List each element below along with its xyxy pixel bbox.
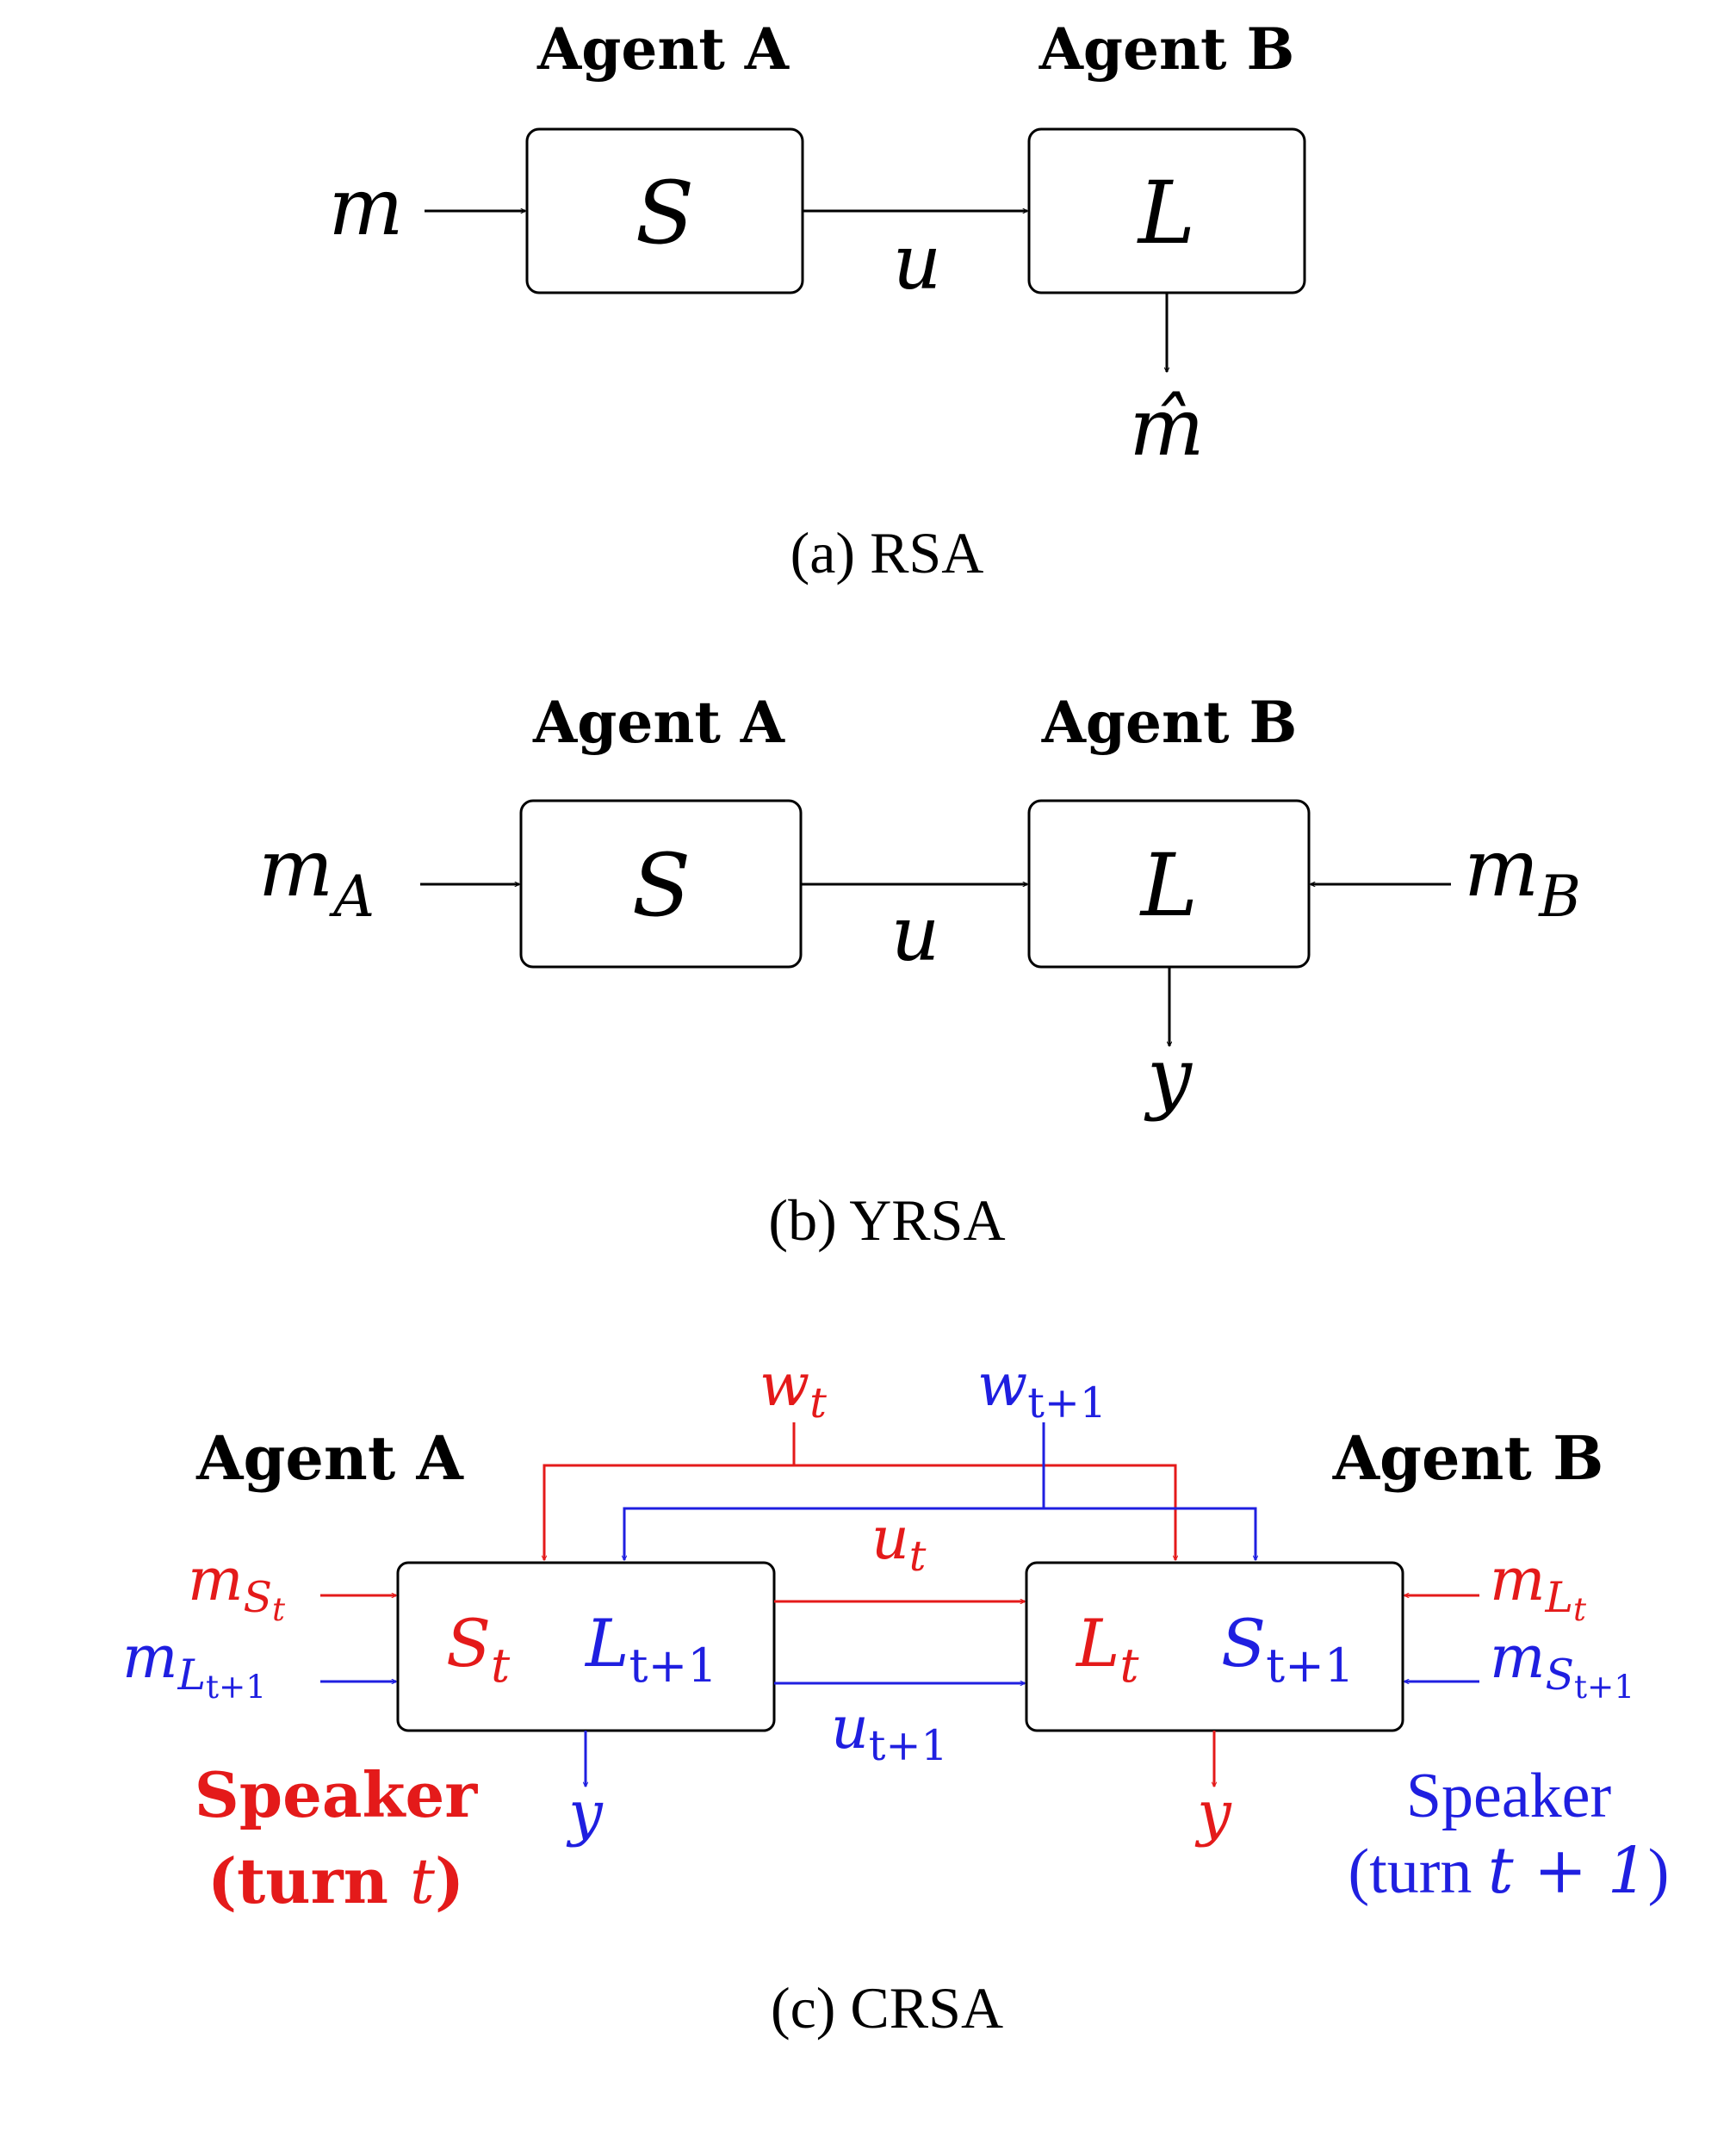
m-s-t1-label: mSt+1 (1490, 1624, 1634, 1706)
u-t-label: ut (871, 1505, 927, 1581)
u-t1-label: ut+1 (831, 1694, 948, 1770)
w-t-to-listener-arrow (794, 1464, 1175, 1560)
speaker-a-title: Speaker (195, 1758, 478, 1831)
input-m-label: m (328, 161, 403, 253)
y-b-label: y (1194, 1778, 1232, 1849)
utterance-u-label: u (893, 218, 942, 307)
caption-b: (b) YRSA (768, 1187, 1005, 1253)
l-t1-symbol: Lt+1 (584, 1605, 717, 1693)
l-t-symbol: Lt (1075, 1605, 1139, 1693)
agent-a-label: Agent A (532, 689, 785, 756)
w-t-to-speaker-arrow (544, 1464, 794, 1560)
caption-a: (a) RSA (790, 520, 984, 585)
agent-b-label: Agent B (1332, 1422, 1604, 1494)
output-y-label: y (1144, 1031, 1193, 1123)
speaker-b-turn: (turn t + 1) (1348, 1834, 1670, 1908)
input-m-b-label: mB (1464, 822, 1581, 930)
speaker-b-title: Speaker (1406, 1761, 1611, 1831)
input-m-a-label: mA (258, 822, 375, 930)
utterance-u-label: u (891, 889, 940, 978)
listener-symbol: L (1137, 163, 1195, 263)
m-l-t1-label: mLt+1 (122, 1624, 266, 1706)
caption-c: (c) CRSA (771, 1975, 1003, 2041)
panel-b-yrsa: Agent A Agent B S L mA u mB y (b) YRSA (258, 689, 1581, 1253)
w-t1-to-listener-arrow (624, 1507, 1044, 1560)
speaker-a-turn: (turn t) (208, 1844, 464, 1917)
listener-symbol: L (1139, 835, 1198, 936)
agent-a-label: Agent A (195, 1422, 464, 1494)
speaker-symbol: S (636, 163, 695, 263)
y-a-label: y (566, 1778, 604, 1849)
s-t-symbol: St (446, 1605, 511, 1693)
m-s-t-label: mSt (188, 1546, 286, 1628)
w-t1-label: wt+1 (977, 1352, 1107, 1428)
w-t1-to-speaker-arrow (1044, 1507, 1256, 1560)
agent-b-label: Agent B (1038, 15, 1295, 83)
m-l-t-label: mLt (1490, 1546, 1587, 1628)
agent-a-label: Agent A (536, 15, 790, 83)
s-t1-symbol: St+1 (1221, 1605, 1355, 1693)
agent-b-label: Agent B (1041, 689, 1298, 756)
w-t-label: wt (760, 1352, 827, 1428)
output-m-hat-label: m̂ (1129, 381, 1204, 474)
speaker-symbol: S (632, 835, 691, 936)
panel-c-crsa: wt wt+1 Agent A Agent B St Lt+1 Lt St+1 … (122, 1352, 1669, 2041)
panel-a-rsa: Agent A Agent B S L m u m̂ (a) RSA (328, 15, 1306, 585)
